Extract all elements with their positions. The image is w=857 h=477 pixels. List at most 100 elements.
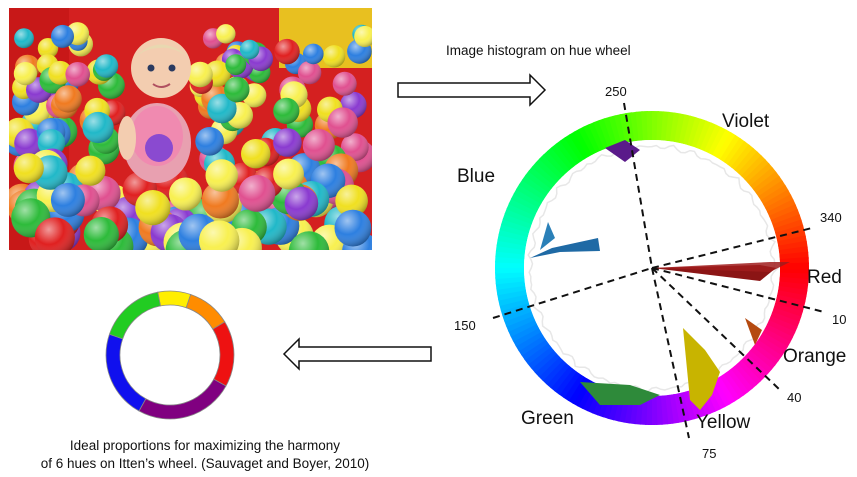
tick-150: 150 — [454, 318, 476, 333]
ball-shading — [13, 153, 44, 184]
hue-ring-segment — [496, 284, 526, 296]
hue-ring-segment — [546, 146, 571, 173]
histogram-title: Image histogram on hue wheel — [446, 43, 631, 58]
tick-75: 75 — [702, 446, 716, 461]
hue-ring-segment — [554, 368, 577, 396]
hue-ring-segment — [534, 352, 560, 378]
hue-ring-segment — [515, 330, 544, 352]
ball-shading — [334, 209, 372, 247]
arrow-right-icon — [397, 73, 547, 107]
ball-shading — [187, 61, 213, 88]
ball-shading — [37, 129, 66, 157]
hue-ring-segment — [759, 332, 788, 353]
hue-ring-segment — [773, 303, 803, 319]
hue-ring-segment — [752, 343, 780, 366]
ball-shading — [34, 217, 75, 250]
ball-shading — [14, 128, 44, 159]
ball-shading — [65, 62, 90, 87]
hue-ring-segment — [754, 339, 783, 362]
hue-ring-segment — [736, 360, 762, 386]
ball-shading — [335, 184, 368, 218]
hue-ring-segment — [766, 320, 796, 339]
hue-ring-segment — [614, 114, 627, 144]
hue-ring-segment — [710, 378, 731, 408]
hue-ring-segment — [505, 314, 536, 332]
ball-shading — [241, 139, 271, 169]
itten-segment-orange — [185, 293, 226, 330]
ball-shading — [205, 159, 238, 192]
hue-ring-segment — [714, 376, 736, 405]
label-violet: Violet — [722, 111, 770, 132]
ball-shading — [83, 217, 119, 250]
hue-ring-segment — [516, 183, 545, 204]
ball-shading — [54, 85, 82, 113]
ball-pit-photo — [9, 8, 372, 250]
hue-ring-segment — [699, 122, 718, 152]
hue-ring-segment — [504, 207, 534, 225]
hue-ring-segment — [719, 134, 742, 163]
baby — [118, 38, 191, 183]
tick-250: 250 — [605, 84, 627, 99]
hue-ring-segment — [755, 175, 784, 198]
ball-shading — [297, 60, 322, 85]
hue-ring-segment — [758, 180, 787, 202]
hue-ring-segment — [524, 342, 552, 365]
ball-shading — [169, 177, 202, 211]
ball-shading — [340, 133, 369, 162]
hue-ring-segment — [778, 240, 808, 252]
hue-ring-segment — [501, 217, 531, 233]
hue-ring-segment — [537, 355, 564, 381]
hue-ring-segment — [508, 197, 538, 216]
hue-ring-segment — [562, 373, 585, 402]
hue-ring-segment — [583, 123, 602, 153]
hue-ring-segment — [712, 129, 732, 158]
hue-ring-segment — [740, 155, 767, 181]
hue-ring-segment — [507, 318, 537, 337]
hue-ring-segment — [528, 165, 555, 190]
ball-shading — [224, 76, 250, 103]
label-red: Red — [807, 267, 842, 288]
itten-segment-blue — [105, 333, 147, 412]
hue-boundary-lines — [492, 102, 825, 439]
hue-ring-segment — [737, 151, 763, 177]
hue-ring-segment — [564, 133, 586, 162]
itten-segment-green — [108, 291, 161, 340]
hue-ring-segment — [775, 294, 806, 308]
arrow-left-icon — [282, 337, 432, 371]
hue-ring-segment — [531, 161, 558, 186]
hue-ring-segment — [668, 394, 680, 424]
tick-340: 340 — [820, 210, 842, 225]
hue-ring-segment — [770, 311, 800, 329]
hue-ring-segment — [682, 115, 697, 146]
hue-ring-segment — [779, 262, 809, 270]
hue-ring-segment — [499, 223, 530, 238]
hue-ring-segment — [771, 307, 802, 324]
ball-shading — [303, 43, 324, 65]
hue-ring-segment — [746, 350, 773, 375]
hue-ring-segment — [776, 290, 807, 303]
hue-ring-segment — [619, 113, 632, 143]
hue-ring-segment — [768, 315, 798, 334]
ball-shading — [322, 45, 346, 68]
hue-ring-segment — [750, 167, 777, 191]
ball-shading — [225, 54, 247, 75]
hue-ring-segment — [498, 228, 529, 242]
hue-ring-segment — [674, 113, 687, 144]
hue-ring-segment — [512, 326, 542, 347]
hue-ring-segment — [646, 110, 654, 141]
ball-shading — [302, 129, 335, 162]
hue-ring-segment — [608, 115, 623, 145]
ball-shading — [238, 175, 276, 212]
hue-ring-segment — [704, 124, 723, 154]
hue-ring-segment — [588, 121, 606, 152]
label-blue: Blue — [457, 166, 495, 187]
hue-ring-segment — [542, 150, 568, 176]
hue-ring-segment — [598, 118, 614, 148]
ball-shading — [75, 155, 106, 186]
hue-ring-segment — [510, 322, 539, 342]
hue-ring-segment — [718, 374, 740, 403]
hue-ring-segment — [681, 391, 696, 421]
hue-ring-segment — [695, 120, 713, 150]
ball-shading — [273, 158, 304, 190]
